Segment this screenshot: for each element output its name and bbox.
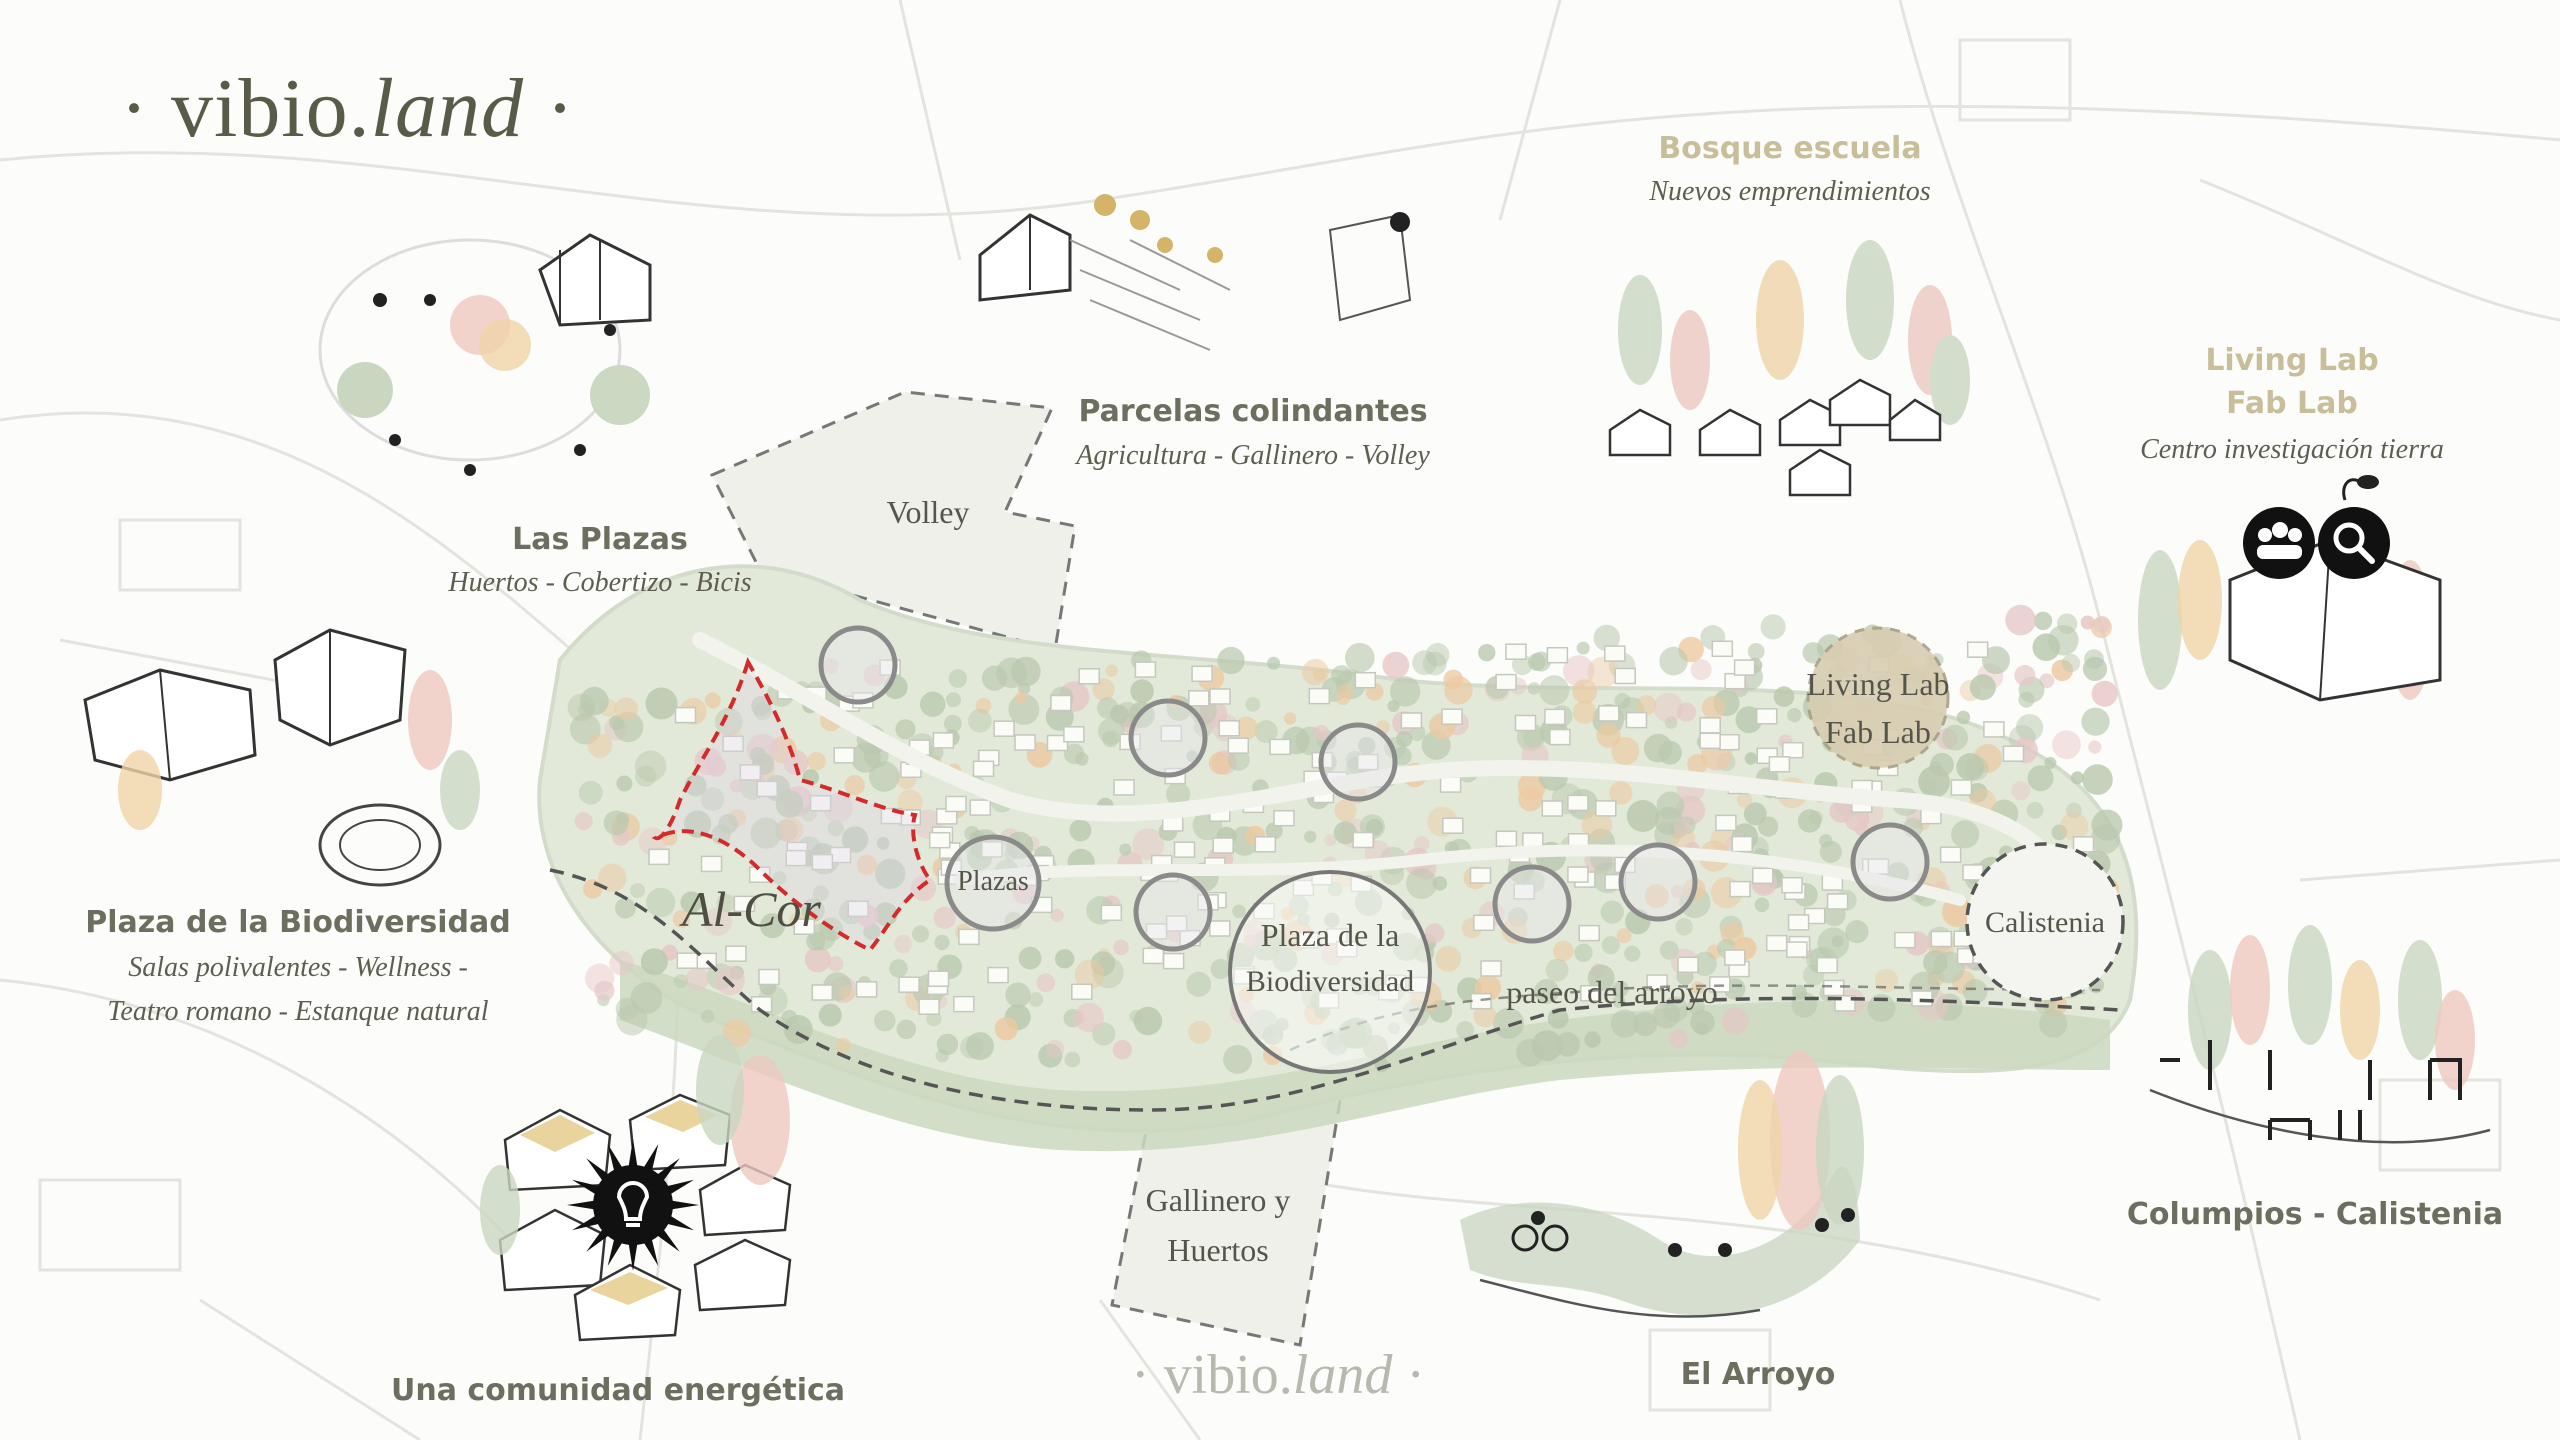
- al-cor-label: Al-Cor: [682, 881, 821, 937]
- al-cor-boundary: [651, 657, 933, 953]
- community-icon: [2243, 507, 2315, 579]
- living-lab-title-2: Fab Lab: [2226, 386, 2358, 421]
- footer-brand-italic: land: [1292, 1344, 1393, 1406]
- inner-road: [692, 632, 2068, 878]
- living-lab-title-1: Living Lab: [2205, 343, 2379, 378]
- comunidad-energetica-title: Una comunidad energética: [390, 1373, 846, 1408]
- footer-brand: · vibio.land ·: [1131, 1343, 1425, 1407]
- bosque-escuela-title: Bosque escuela: [1658, 131, 1922, 166]
- brand-name-italic: land: [370, 62, 525, 155]
- footer-dot-left: ·: [1131, 1344, 1150, 1406]
- volley-label: Volley: [886, 494, 970, 530]
- plaza-biodiversidad-subtitle-1: Salas polivalentes - Wellness -: [128, 952, 468, 983]
- las-plazas-subtitle: Huertos - Cobertizo - Bicis: [448, 567, 752, 598]
- living-lab-subtitle: Centro investigación tierra: [2140, 434, 2444, 465]
- living-lab-map-label-1: Living Lab: [1806, 666, 1950, 702]
- comunidad-energetica-illustration: [480, 1035, 792, 1342]
- plaza-biodiversidad-title: Plaza de la Biodiversidad: [85, 905, 511, 940]
- brand-logo: · vibio.land ·: [120, 60, 575, 157]
- calistenia-label: Calistenia: [1985, 906, 2105, 939]
- gallinero-label-2: Huertos: [1167, 1232, 1269, 1268]
- el-arroyo-illustration: [1460, 1050, 1864, 1318]
- bosque-escuela-subtitle: Nuevos emprendimientos: [1649, 176, 1931, 207]
- columpios-title: Columpios - Calistenia: [2126, 1197, 2504, 1232]
- paseo-label: paseo del arroyo: [1506, 974, 1718, 1010]
- bosque-escuela-illustration: [1608, 240, 1970, 497]
- plaza-bio-label-2: Biodiversidad: [1245, 965, 1415, 998]
- brand-name: vibio.: [170, 62, 371, 155]
- living-lab-circle: [1806, 626, 1950, 770]
- brand-dot-right: ·: [546, 62, 575, 155]
- sun-bulb-icon: [567, 1139, 699, 1271]
- paseo-path: [549, 868, 2121, 1112]
- el-arroyo-title: El Arroyo: [1680, 1357, 1836, 1392]
- footer-dot-right: ·: [1406, 1344, 1425, 1406]
- parcelas-illustration: [978, 194, 1412, 351]
- living-lab-illustration: [2138, 475, 2442, 702]
- plaza-biodiversidad-subtitle-2: Teatro romano - Estanque natural: [107, 996, 489, 1027]
- footer-brand-name: vibio.: [1163, 1344, 1293, 1406]
- plazas-label: Plazas: [957, 866, 1029, 897]
- magnifier-icon: [2318, 507, 2390, 579]
- plaza-biodiversidad-illustration: [83, 628, 480, 887]
- plaza-bio-label-1: Plaza de la: [1260, 917, 1400, 953]
- parcelas-title: Parcelas colindantes: [1078, 394, 1428, 429]
- columpios-illustration: [2149, 925, 2491, 1144]
- brand-dot-left: ·: [120, 62, 149, 155]
- calistenia-circle: [1965, 842, 2125, 1002]
- gallinero-label-1: Gallinero y: [1145, 1182, 1291, 1218]
- plaza-circles: [818, 625, 1930, 952]
- las-plazas-illustration: [318, 233, 652, 476]
- plaza-biodiversidad-circle: [1228, 870, 1432, 1074]
- living-lab-map-label-2: Fab Lab: [1825, 714, 1931, 750]
- parcelas-subtitle: Agricultura - Gallinero - Volley: [1076, 440, 1430, 471]
- las-plazas-title: Las Plazas: [512, 522, 688, 557]
